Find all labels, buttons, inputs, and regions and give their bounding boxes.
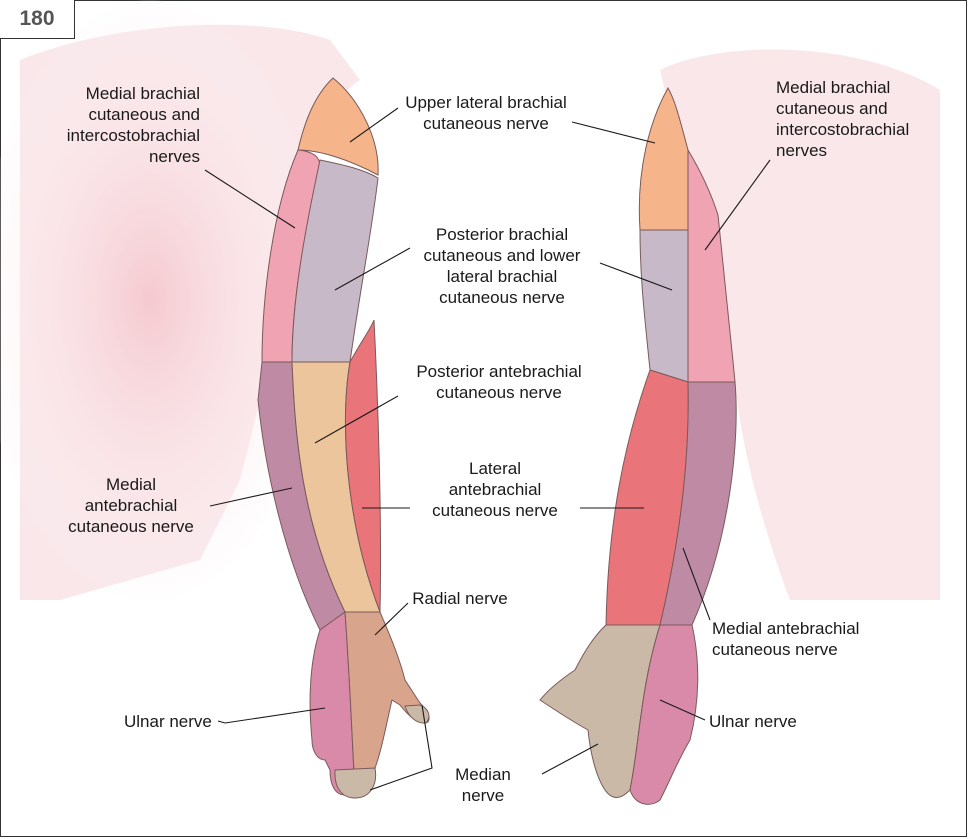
label-posterior-antebrachial: Posterior antebrachial cutaneous nerve [394,361,604,403]
page-number: 180 [0,0,75,39]
label-medial-antebrachial-right: Medial antebrachial cutaneous nerve [712,618,902,660]
label-lateral-antebrachial: Lateral antebrachial cutaneous nerve [412,458,578,521]
label-upper-lateral: Upper lateral brachial cutaneous nerve [386,92,586,134]
right-arm [540,50,940,805]
label-ulnar-left: Ulnar nerve [124,711,224,732]
label-medial-brachial-left: Medial brachial cutaneous and intercosto… [54,83,200,167]
leader-ulnar-left [218,708,325,723]
label-median: Median nerve [438,764,528,806]
label-ulnar-right: Ulnar nerve [709,711,809,732]
label-medial-brachial-right: Medial brachial cutaneous and intercosto… [776,77,946,161]
left-region-radial-hand [345,612,429,790]
label-radial: Radial nerve [400,588,520,609]
label-medial-antebrachial-left: Medial antebrachial cutaneous nerve [56,474,206,537]
leader-median-right [542,744,598,774]
right-region-posterior-brachial [640,230,688,382]
label-posterior-brachial: Posterior brachial cutaneous and lower l… [404,224,600,308]
